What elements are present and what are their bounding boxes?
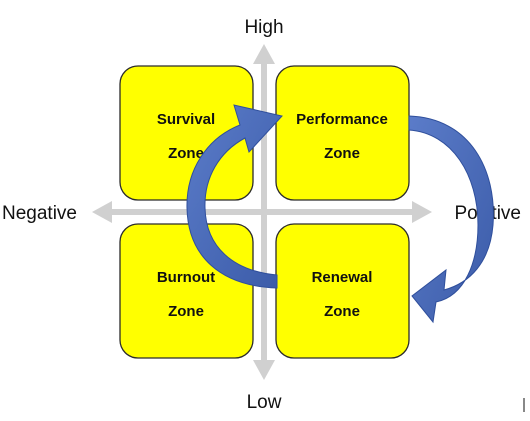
zone-performance-line2: Zone [324,145,360,162]
axis-label-negative: Negative [2,203,77,224]
axis-label-high: High [244,17,283,38]
axis-label-low: Low [247,392,282,413]
zone-burnout-line1: Burnout [157,269,215,286]
zone-survival: Survival Zone [119,65,254,201]
zone-burnout-line2: Zone [168,303,204,320]
axis-arrow-right-icon [412,201,432,223]
edge-mark [523,398,525,412]
axis-arrow-up-icon [253,44,275,64]
horizontal-axis [92,201,432,223]
zone-survival-line2: Zone [168,145,204,162]
zone-renewal-line1: Renewal [312,269,373,286]
zone-renewal: Renewal Zone [275,223,410,359]
zone-survival-line1: Survival [157,111,215,128]
zone-burnout: Burnout Zone [119,223,254,359]
cycle-arrow-performance-to-renewal-icon [408,115,494,324]
zone-performance-line1: Performance [296,111,388,128]
cycle-arrow-renewal-to-performance-icon [186,104,283,289]
axis-arrow-down-icon [253,360,275,380]
zone-renewal-line2: Zone [324,303,360,320]
zone-performance: Performance Zone [275,65,410,201]
axis-arrow-left-icon [92,201,112,223]
